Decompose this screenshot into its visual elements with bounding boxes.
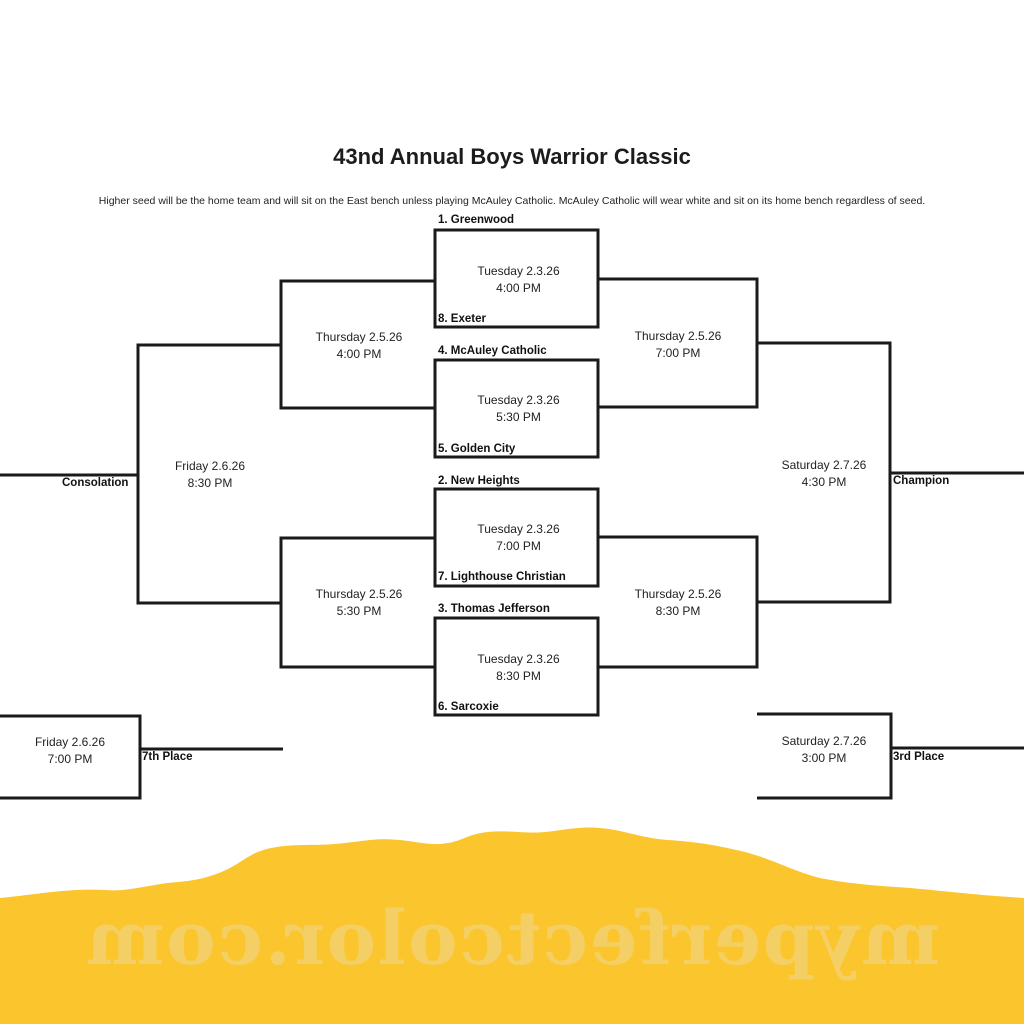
seed-5-label: 5. Golden City [438, 443, 516, 455]
champion-label: Champion [893, 475, 950, 487]
championship-day: Saturday 2.7.26 [781, 458, 867, 472]
game-3-time: 7:00 PM [496, 539, 541, 553]
consolation-semi-bottom-day: Thursday 2.5.26 [315, 587, 403, 601]
consolation-semi-bottom-info: Thursday 2.5.26 5:30 PM [285, 586, 433, 620]
third-place-game-time: 3:00 PM [801, 751, 847, 765]
consolation-final-time: 8:30 PM [187, 476, 233, 490]
page-title: 43nd Annual Boys Warrior Classic [333, 144, 691, 169]
seed-6-label: 6. Sarcoxie [438, 701, 499, 713]
seed-4-label: 4. McAuley Catholic [438, 345, 547, 357]
semi-top-time: 7:00 PM [655, 346, 701, 360]
seed-3-label: 3. Thomas Jefferson [438, 603, 550, 615]
seed-7-label: 7. Lighthouse Christian [438, 571, 566, 583]
game-2-info: Tuesday 2.3.26 5:30 PM [437, 392, 600, 426]
game-4-info: Tuesday 2.3.26 8:30 PM [437, 651, 600, 685]
seventh-place-game-time: 7:00 PM [47, 752, 93, 766]
seed-1-label: 1. Greenwood [438, 214, 515, 226]
consolation-label: Consolation [62, 477, 129, 489]
semi-bottom-day: Thursday 2.5.26 [634, 587, 722, 601]
game-3-info: Tuesday 2.3.26 7:00 PM [437, 521, 600, 555]
game-3-day: Tuesday 2.3.26 [477, 522, 560, 536]
consolation-final-info: Friday 2.6.26 8:30 PM [140, 458, 280, 492]
championship-time: 4:30 PM [801, 475, 847, 489]
game-4-time: 8:30 PM [496, 669, 541, 683]
consolation-semi-top-info: Thursday 2.5.26 4:00 PM [285, 329, 433, 363]
game-2-day: Tuesday 2.3.26 [477, 393, 560, 407]
game-4-day: Tuesday 2.3.26 [477, 652, 560, 666]
seeding-note: Higher seed will be the home team and wi… [98, 195, 926, 207]
seed-8-label: 8. Exeter [438, 313, 486, 325]
consolation-final-day: Friday 2.6.26 [174, 459, 246, 473]
third-place-game-day: Saturday 2.7.26 [781, 734, 867, 748]
seed-2-label: 2. New Heights [438, 475, 520, 487]
consolation-semi-bottom-time: 5:30 PM [336, 604, 382, 618]
consolation-semi-top-day: Thursday 2.5.26 [315, 330, 403, 344]
game-1-day: Tuesday 2.3.26 [477, 264, 560, 278]
semi-bottom-time: 8:30 PM [655, 604, 701, 618]
consolation-semi-top-time: 4:00 PM [336, 347, 382, 361]
seventh-place-label: 7th Place [142, 751, 193, 763]
semi-top-info: Thursday 2.5.26 7:00 PM [602, 328, 754, 362]
seventh-place-game-day: Friday 2.6.26 [34, 735, 106, 749]
game-1-info: Tuesday 2.3.26 4:00 PM [437, 263, 600, 297]
third-place-game-info: Saturday 2.7.26 3:00 PM [759, 733, 889, 767]
semi-top-day: Thursday 2.5.26 [634, 329, 722, 343]
third-place-label: 3rd Place [893, 751, 945, 763]
game-1-time: 4:00 PM [496, 281, 541, 295]
seventh-place-game-info: Friday 2.6.26 7:00 PM [0, 734, 140, 768]
game-2-time: 5:30 PM [496, 410, 541, 424]
watermark-text: myperfectcolor.com [84, 896, 940, 982]
semi-bottom-info: Thursday 2.5.26 8:30 PM [602, 586, 754, 620]
championship-info: Saturday 2.7.26 4:30 PM [759, 457, 889, 491]
